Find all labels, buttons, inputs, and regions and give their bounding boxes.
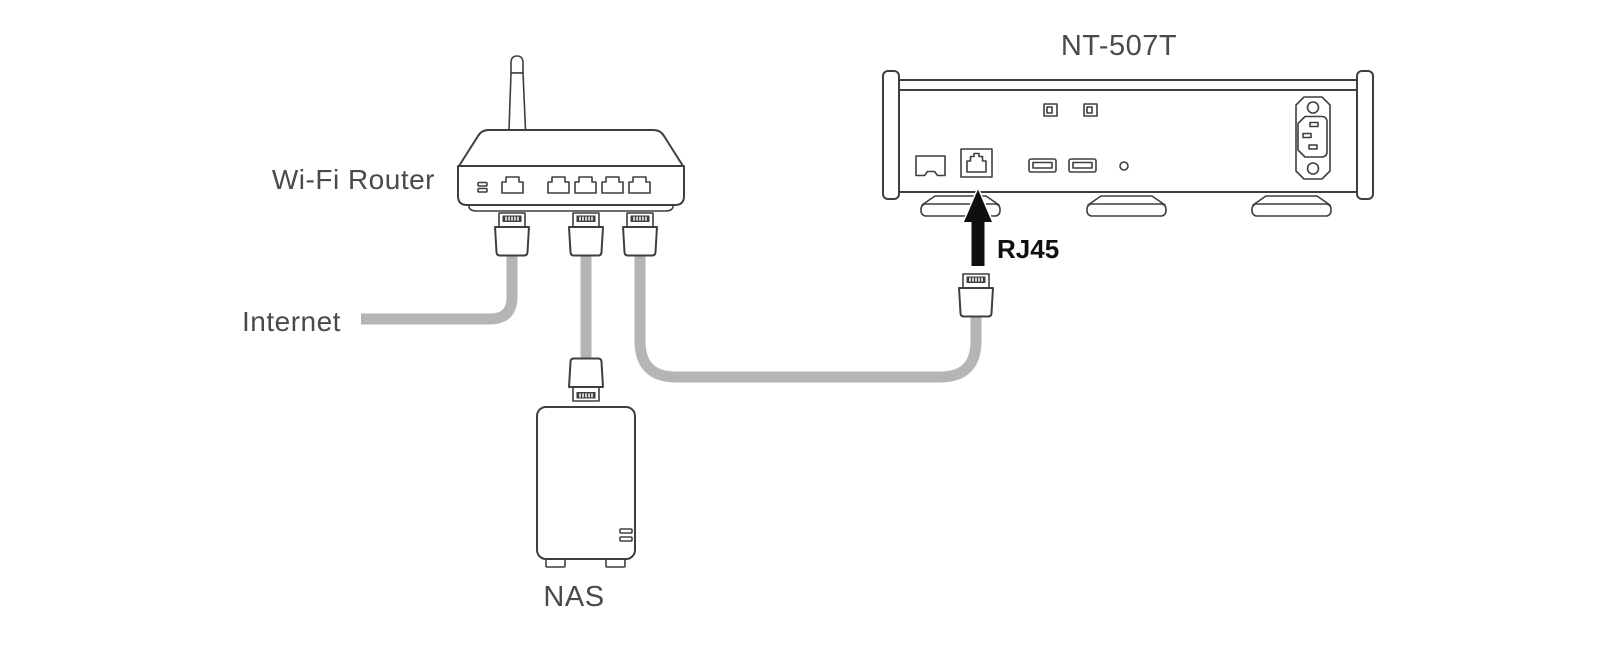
reset-hole-icon [1119,161,1129,171]
wifi-router-illustration [457,55,685,212]
rj45-plug-icon [622,212,658,257]
wifi-router-label: Wi-Fi Router [272,164,435,195]
rj45-label: RJ45 [997,234,1059,264]
device-model-label: NT-507T [1061,30,1177,62]
router-led-icons [477,181,488,193]
lan-port-icon [547,176,570,194]
lan-port-icon [601,176,624,194]
nas-body [536,406,636,560]
cables [361,248,982,383]
rj45-plug-icon [494,212,530,257]
nas-led-icons [619,528,633,542]
right-bracket [1356,70,1374,200]
router-base [468,204,674,212]
rj45-arrow-icon [961,185,995,268]
nas-label: NAS [543,581,604,613]
switch-icons [1043,103,1098,117]
card-slot-icon [915,155,946,177]
lan-port-icon [574,176,597,194]
ethernet-port-icon [960,148,993,178]
router-ethernet-ports [501,176,651,194]
panel-feet [920,195,1332,217]
internet-label: Internet [242,306,341,337]
usb-port-icons [1028,158,1097,173]
panel-body [898,79,1358,193]
wan-port-icon [501,176,524,194]
player-cable [634,250,982,383]
rj45-plug-icon [958,273,994,318]
network-player-rear-panel [882,70,1374,217]
lan-port-icon [628,176,651,194]
router-top [458,129,684,167]
rj45-plug-icon [568,212,604,257]
nas-illustration [536,406,636,568]
ac-inlet-icon [1295,96,1331,180]
rj45-plug-icon [568,357,604,402]
left-bracket [882,70,900,200]
nas-feet [545,558,626,568]
router-body [457,165,685,206]
router-antenna-icon [508,55,527,131]
internet-cable [361,248,518,325]
